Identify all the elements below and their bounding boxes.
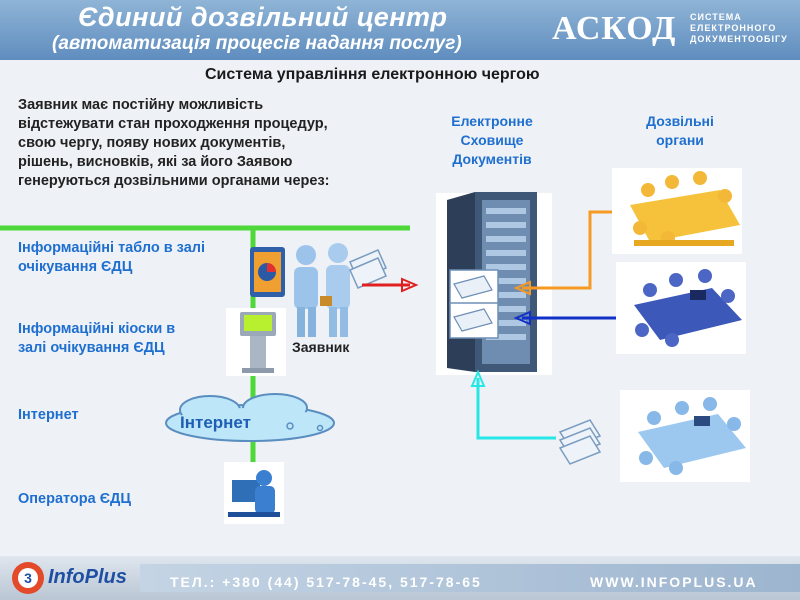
channel-line: Інтернет	[18, 407, 79, 423]
server-documents-icon	[449, 269, 499, 339]
channel-operator: Оператора ЄДЦ	[18, 490, 131, 509]
footer-phone: ТЕЛ.: +380 (44) 517-78-45, 517-78-65	[170, 574, 482, 590]
internet-cloud-label: Інтернет	[180, 413, 251, 432]
blue-arrow-head	[513, 310, 531, 326]
storage-label-line: Документів	[452, 151, 532, 167]
orange-arrow-head	[513, 280, 531, 296]
applicant-label: Заявник	[292, 339, 350, 355]
red-arrow-head	[401, 277, 419, 293]
applicant-people-icon	[294, 243, 350, 337]
channel-line: очікування ЄДЦ	[18, 259, 133, 275]
operator-icon	[224, 462, 284, 524]
brand-tagline: СИСТЕМА ЕЛЕКТРОННОГО ДОКУМЕНТООБІГУ	[690, 12, 788, 45]
channel-info-kiosk: Інформаційні кіоски в залі очікування ЄД…	[18, 320, 175, 358]
infoplus-logo-icon: 3	[12, 562, 44, 594]
intro-line: Заявник має постійну можливість	[18, 97, 264, 113]
cyan-arrow-line	[476, 378, 556, 440]
footer-website: WWW.INFOPLUS.UA	[590, 574, 758, 590]
storage-label-line: Сховище	[460, 132, 524, 148]
orgs-label: Дозвільні органи	[620, 112, 740, 150]
cyan-arrow-head	[470, 369, 486, 387]
documents-icon	[349, 249, 387, 289]
brand-tagline-line: ЕЛЕКТРОННОГО	[690, 23, 777, 33]
header-subtitle: (автоматизація процесів надання послуг)	[52, 33, 462, 54]
orange-arrow-line	[522, 210, 612, 290]
storage-label-line: Електронне	[451, 113, 533, 129]
intro-text: Заявник має постійну можливість відстежу…	[18, 96, 408, 191]
header-title: Єдиний дозвільний центр	[78, 2, 448, 32]
permit-body-orange-icon	[612, 168, 742, 254]
channel-line: Оператора ЄДЦ	[18, 491, 131, 507]
intro-line: генеруються дозвільними органами через:	[18, 173, 330, 189]
orgs-label-line: Дозвільні	[646, 113, 714, 129]
footer-contact-bar: ТЕЛ.: +380 (44) 517-78-45, 517-78-65 WWW…	[140, 564, 800, 592]
page-title: Система управління електронною чергою	[205, 66, 540, 83]
infoplus-logo-text: InfoPlus	[48, 566, 127, 588]
diagram-canvas	[0, 168, 750, 524]
permit-body-lightblue-icon	[620, 390, 750, 482]
brand-tagline-line: ДОКУМЕНТООБІГУ	[690, 34, 788, 44]
channel-internet: Інтернет	[18, 406, 79, 425]
permit-body-blue-icon	[616, 262, 746, 354]
header-banner: Єдиний дозвільний центр (автоматизація п…	[0, 0, 800, 60]
channel-info-board: Інформаційні табло в залі очікування ЄДЦ	[18, 239, 205, 277]
brand-logo: АСКОД	[552, 10, 677, 47]
orgs-label-line: органи	[656, 132, 704, 148]
internet-cloud-icon	[165, 393, 335, 442]
intro-line: рішень, висновків, які за його Заявою	[18, 154, 293, 170]
brand-tagline-line: СИСТЕМА	[690, 12, 742, 22]
channel-line: залі очікування ЄДЦ	[18, 340, 165, 356]
footer: 3 InfoPlus ТЕЛ.: +380 (44) 517-78-45, 51…	[0, 556, 800, 600]
intro-line: відстежувати стан проходження процедур,	[18, 116, 328, 132]
channel-line: Інформаційні табло в залі	[18, 240, 206, 256]
channel-line: Інформаційні кіоски в	[18, 321, 176, 337]
storage-label: Електронне Сховище Документів	[432, 112, 552, 169]
incoming-documents-icon	[558, 419, 602, 465]
intro-line: свою чергу, появу нових документів,	[18, 135, 286, 151]
info-board-icon	[250, 247, 285, 297]
slide-number: 3	[24, 570, 32, 586]
kiosk-icon	[226, 308, 286, 376]
